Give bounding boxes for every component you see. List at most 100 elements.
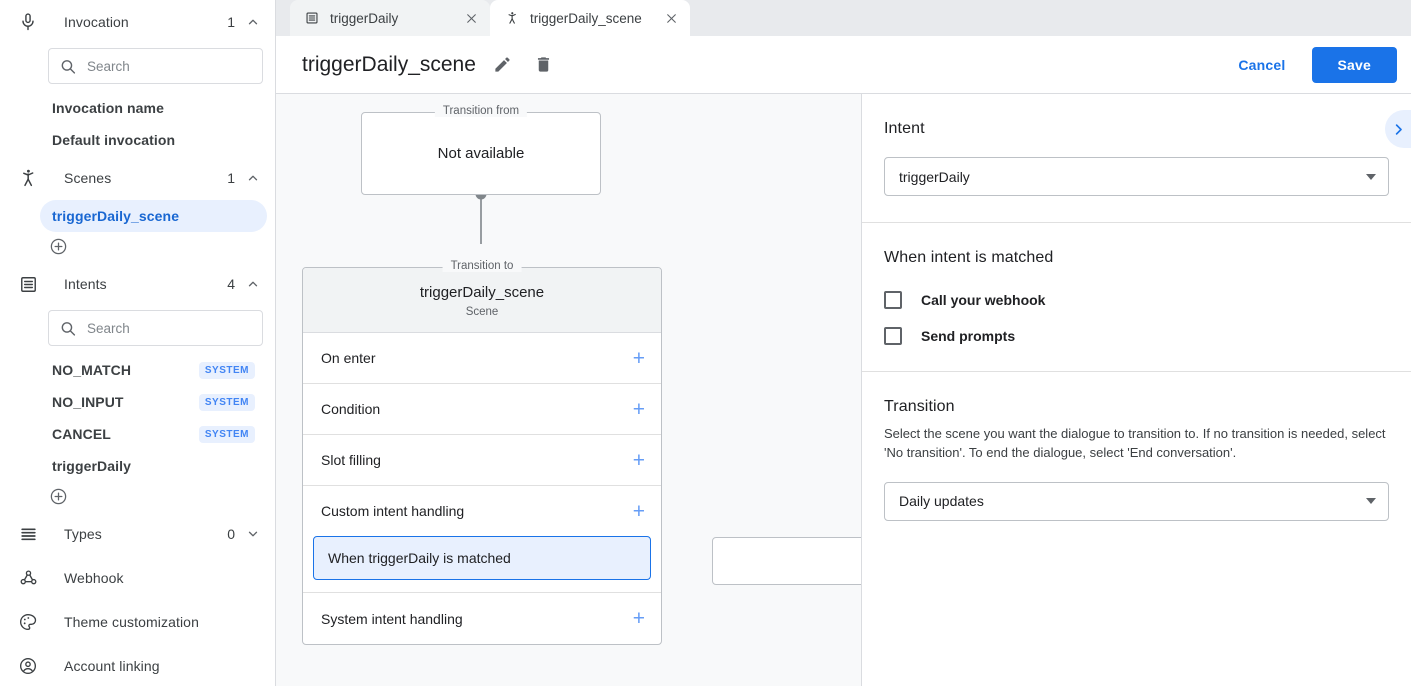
- intent-select[interactable]: triggerDaily: [884, 157, 1389, 196]
- scene-row-label: Slot filling: [321, 452, 381, 468]
- checkbox-label: Call your webhook: [921, 292, 1046, 308]
- microphone-icon: [16, 10, 40, 34]
- transition-target-node[interactable]: Tr Dail: [712, 537, 861, 585]
- scene-card[interactable]: Transition to triggerDaily_scene Scene O…: [302, 260, 662, 645]
- panel-section-intent: Intent triggerDaily: [862, 94, 1411, 223]
- sidebar-item-cancel[interactable]: CANCEL SYSTEM: [40, 418, 267, 450]
- chevron-down-icon[interactable]: [245, 526, 261, 542]
- tab-triggerdaily-scene[interactable]: triggerDaily_scene: [490, 0, 690, 36]
- sidebar-section-label: Scenes: [64, 170, 112, 186]
- status-badge: SYSTEM: [198, 361, 255, 379]
- main-area: triggerDaily triggerDaily_scene: [276, 0, 1411, 686]
- sidebar-item-label: NO_INPUT: [52, 394, 124, 410]
- sidebar-item-label: Account linking: [64, 658, 160, 674]
- panel-section-transition: Transition Select the scene you want the…: [862, 372, 1411, 547]
- scene-row-custom-intent-handling[interactable]: Custom intent handling +: [303, 486, 661, 536]
- add-condition-icon[interactable]: +: [632, 397, 645, 421]
- status-badge: SYSTEM: [198, 425, 255, 443]
- tab-label: triggerDaily_scene: [530, 10, 642, 26]
- intent-handler-chip[interactable]: When triggerDaily is matched: [313, 536, 651, 580]
- invocation-search-input[interactable]: [87, 58, 264, 74]
- tab-bar: triggerDaily triggerDaily_scene: [276, 0, 1411, 36]
- chevron-up-icon[interactable]: [245, 276, 261, 292]
- scene-card-subtitle: Scene: [465, 306, 499, 318]
- intents-search-wrap: [0, 306, 275, 354]
- intents-search-input[interactable]: [87, 320, 264, 336]
- palette-icon: [16, 610, 40, 634]
- account-circle-icon: [16, 654, 40, 678]
- sidebar-section-invocation[interactable]: Invocation 1: [0, 0, 275, 44]
- scene-card-title: triggerDaily_scene: [419, 284, 545, 301]
- intents-list-icon: [16, 272, 40, 296]
- chevron-right-icon[interactable]: [1385, 110, 1411, 148]
- sidebar-section-scenes[interactable]: Scenes 1: [0, 156, 275, 200]
- sidebar-section-intents[interactable]: Intents 4: [0, 262, 275, 306]
- add-intent-button[interactable]: [48, 486, 68, 506]
- sidebar-item-webhook[interactable]: Webhook: [0, 556, 275, 600]
- intents-search-box[interactable]: [48, 310, 264, 346]
- transition-heading: Transition: [884, 398, 955, 415]
- intent-select-value: triggerDaily: [899, 168, 970, 185]
- checkbox-box[interactable]: [884, 291, 902, 309]
- trash-icon[interactable]: [533, 54, 555, 76]
- invocation-search-box[interactable]: [48, 48, 264, 84]
- scene-row-on-enter[interactable]: On enter +: [303, 333, 661, 384]
- close-icon[interactable]: [462, 9, 480, 27]
- save-button[interactable]: Save: [1311, 46, 1397, 83]
- sidebar-item-triggerdaily-scene[interactable]: triggerDaily_scene: [40, 200, 267, 232]
- scene-row-condition[interactable]: Condition +: [303, 384, 661, 435]
- sidebar-item-invocation-name[interactable]: Invocation name: [40, 92, 267, 124]
- add-slot-filling-icon[interactable]: +: [632, 448, 645, 472]
- invocation-search-wrap: [0, 44, 275, 92]
- chevron-up-icon[interactable]: [245, 170, 261, 186]
- sidebar-section-label: Types: [64, 526, 102, 542]
- search-icon: [61, 59, 76, 74]
- sidebar-item-label: Invocation name: [52, 100, 164, 116]
- body-row: Transition from Not available Transition…: [276, 94, 1411, 686]
- transition-description: Select the scene you want the dialogue t…: [884, 426, 1386, 460]
- chevron-up-icon[interactable]: [245, 14, 261, 30]
- scene-canvas[interactable]: Transition from Not available Transition…: [276, 94, 862, 686]
- chevron-down-icon: [1366, 498, 1376, 505]
- sidebar-section-count: 0: [227, 526, 235, 542]
- checkbox-call-your-webhook[interactable]: Call your webhook: [884, 291, 1389, 309]
- scene-row-label: Condition: [321, 401, 381, 417]
- sidebar-item-label: Theme customization: [64, 614, 199, 630]
- checkbox-box[interactable]: [884, 327, 902, 345]
- panel-section-when-matched: When intent is matched Call your webhook…: [862, 223, 1411, 372]
- sidebar-item-label: Webhook: [64, 570, 124, 586]
- chevron-down-icon: [1366, 173, 1376, 180]
- search-icon: [61, 321, 76, 336]
- sidebar-item-no-input[interactable]: NO_INPUT SYSTEM: [40, 386, 267, 418]
- page-header: triggerDaily_scene Cancel Save: [276, 36, 1411, 94]
- cancel-button[interactable]: Cancel: [1226, 48, 1297, 82]
- when-matched-heading: When intent is matched: [884, 249, 1054, 266]
- add-system-intent-icon[interactable]: +: [632, 607, 645, 630]
- tab-triggerdaily[interactable]: triggerDaily: [290, 0, 490, 36]
- scene-row-label: Custom intent handling: [321, 503, 465, 519]
- sidebar-item-theme-customization[interactable]: Theme customization: [0, 600, 275, 644]
- sidebar-section-count: 4: [227, 276, 235, 292]
- add-custom-intent-icon[interactable]: +: [632, 499, 645, 523]
- intent-handler-label: When triggerDaily is matched: [328, 550, 511, 566]
- sidebar-item-label: CANCEL: [52, 426, 111, 442]
- sidebar-item-triggerdaily[interactable]: triggerDaily: [40, 450, 267, 482]
- scene-row-label: System intent handling: [321, 610, 463, 627]
- pencil-icon[interactable]: [492, 54, 514, 76]
- sidebar-item-account-linking[interactable]: Account linking: [0, 644, 275, 686]
- transition-from-value: Not available: [437, 145, 525, 162]
- checkbox-send-prompts[interactable]: Send prompts: [884, 327, 1389, 345]
- properties-panel: Intent triggerDaily When intent is match…: [862, 94, 1411, 686]
- transition-select[interactable]: Daily updates: [884, 481, 1389, 521]
- scene-row-slot-filling[interactable]: Slot filling +: [303, 435, 661, 486]
- sidebar-section-types[interactable]: Types 0: [0, 512, 275, 556]
- sidebar-item-default-invocation[interactable]: Default invocation: [40, 124, 267, 156]
- transition-from-node[interactable]: Transition from Not available: [361, 105, 601, 195]
- add-on-enter-icon[interactable]: +: [632, 346, 645, 370]
- sidebar-item-no-match[interactable]: NO_MATCH SYSTEM: [40, 354, 267, 386]
- sidebar-item-label: NO_MATCH: [52, 362, 132, 378]
- scene-row-system-intent-handling[interactable]: System intent handling +: [303, 593, 661, 644]
- close-icon[interactable]: [662, 9, 680, 27]
- add-scene-button[interactable]: [48, 236, 68, 256]
